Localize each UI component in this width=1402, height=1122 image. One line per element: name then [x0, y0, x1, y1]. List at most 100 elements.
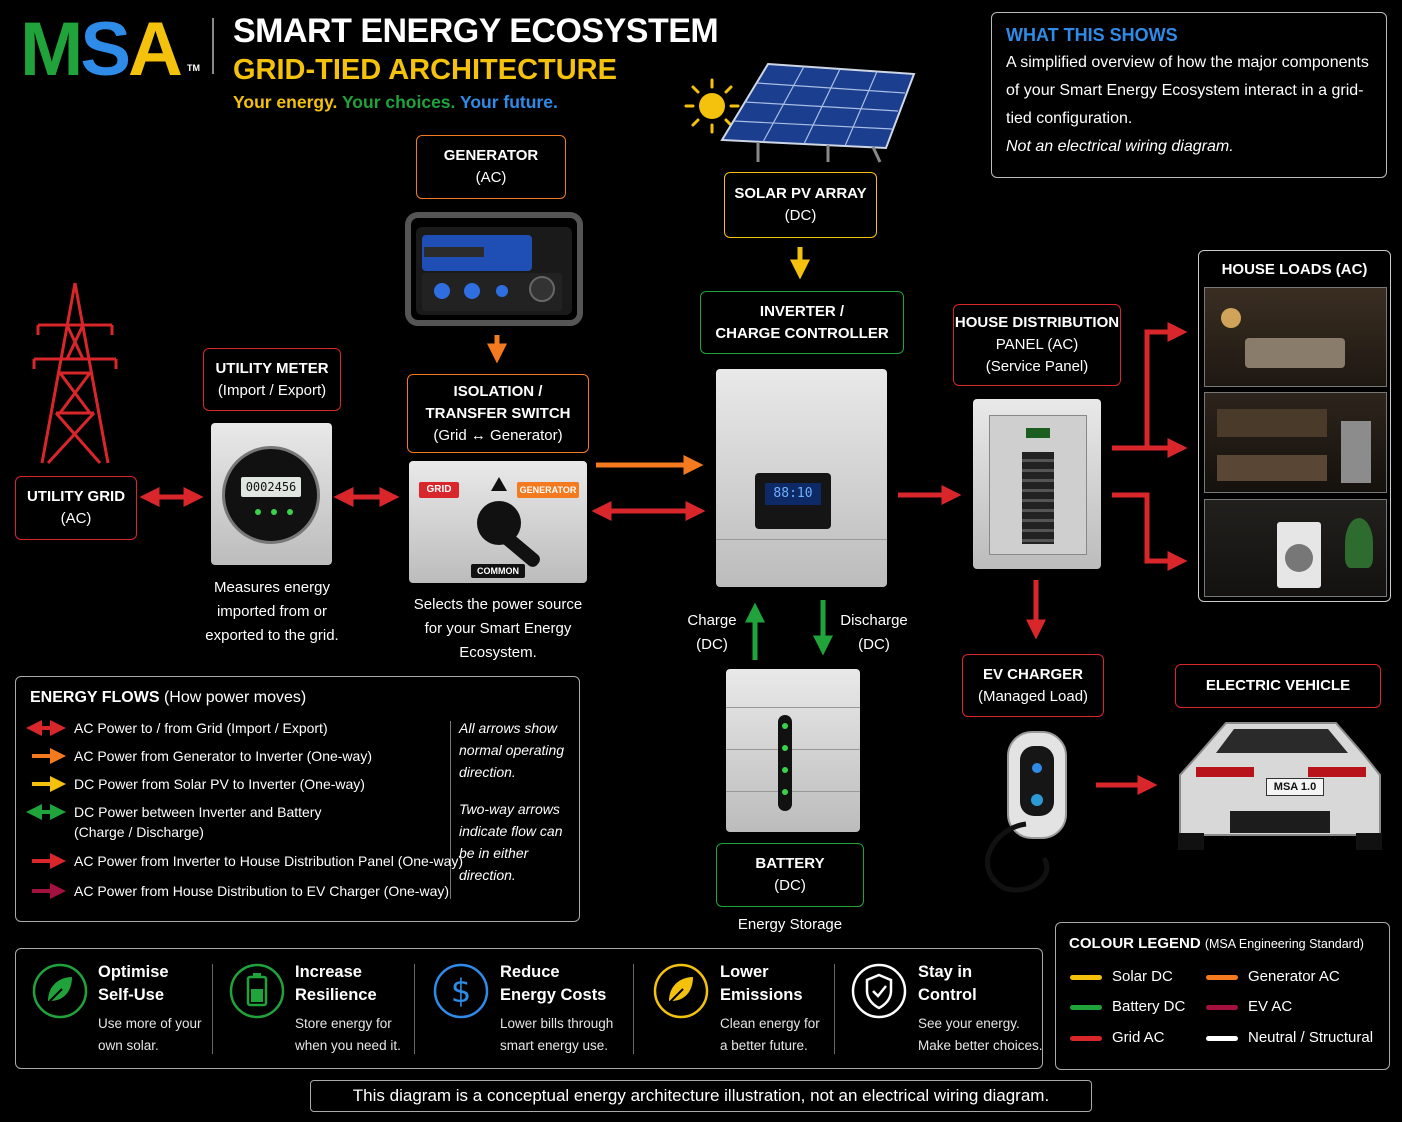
- switch-caption-line-3: Ecosystem.: [459, 644, 537, 661]
- switch-pointer-icon: [491, 477, 507, 491]
- house-load-kitchen: [1204, 392, 1387, 493]
- benefit-5-title: Stay in Control: [918, 961, 977, 1007]
- benefit-5-desc: See your energy. Make better choices.: [918, 1013, 1043, 1057]
- tagline-choices: Your choices.: [341, 92, 456, 112]
- msa-logo: MSA: [20, 7, 183, 92]
- battery-caption: Energy Storage: [737, 916, 843, 933]
- logo-trademark: TM: [187, 63, 200, 73]
- benefit-3-desc-2: smart energy use.: [500, 1038, 609, 1053]
- energy-flows-note-2: Two-way arrows indicate flow can be in e…: [459, 798, 563, 886]
- inverter-title-2: CHARGE CONTROLLER: [715, 324, 889, 342]
- transfer-switch-caption: Selects the power source for your Smart …: [398, 593, 598, 665]
- washer-door: [1285, 544, 1313, 572]
- header-divider: [212, 18, 214, 74]
- swatch-ev-ac-label: EV AC: [1248, 998, 1293, 1015]
- tagline: Your energy. Your choices. Your future.: [233, 92, 558, 113]
- solar-panel-icon: [720, 62, 916, 163]
- benefit-3-desc-1: Lower bills through: [500, 1016, 614, 1031]
- energy-flows-divider: [450, 721, 451, 899]
- footer-disclaimer: This diagram is a conceptual energy arch…: [310, 1080, 1092, 1112]
- colour-legend-heading: COLOUR LEGEND (MSA Engineering Standard): [1069, 934, 1364, 954]
- sofa-shape: [1245, 338, 1345, 368]
- leaf-icon: [32, 963, 88, 1019]
- utility-grid-sub: (AC): [60, 510, 92, 527]
- inverter-title-1: INVERTER /: [759, 302, 845, 320]
- generator-sub: (AC): [475, 169, 507, 186]
- ev-charger-sub: (Managed Load): [977, 687, 1089, 705]
- benefit-1-desc-1: Use more of your: [98, 1016, 202, 1031]
- energy-flows-note-1: All arrows show normal operating directi…: [459, 717, 564, 783]
- benefit-4-desc: Clean energy for a better future.: [720, 1013, 820, 1057]
- solar-title: SOLAR PV ARRAY: [734, 185, 867, 202]
- swatch-battery-dc: [1070, 1005, 1102, 1010]
- counter-shape: [1217, 455, 1327, 481]
- fridge-shape: [1341, 421, 1371, 483]
- solar-pv-array-label: SOLAR PV ARRAY (DC): [724, 172, 877, 238]
- battery-led-3: [782, 767, 788, 773]
- legend-row-generator: AC Power from Generator to Inverter (One…: [74, 748, 372, 764]
- battery-seam-1: [726, 707, 860, 708]
- legend-row-grid: AC Power to / from Grid (Import / Export…: [74, 720, 328, 736]
- distribution-sub: (Service Panel): [985, 358, 1089, 375]
- note-1-line-3: direction.: [459, 764, 516, 780]
- discharge-line-1: Discharge: [840, 612, 908, 629]
- note-1-line-2: normal operating: [459, 742, 565, 758]
- switch-sub: (Grid ↔ Generator): [433, 426, 563, 444]
- dollar-icon: $: [433, 963, 489, 1019]
- benefit-2-title-2: Resilience: [295, 986, 377, 1004]
- benefit-4-title-2: Emissions: [720, 986, 803, 1004]
- colour-legend-box: COLOUR LEGEND (MSA Engineering Standard)…: [1055, 922, 1390, 1070]
- house-loads-title: HOUSE LOADS (AC): [1221, 261, 1368, 278]
- svg-text:$: $: [451, 972, 471, 1010]
- transmission-tower-icon: [32, 282, 118, 465]
- benefit-2-desc-2: when you need it.: [295, 1038, 401, 1053]
- house-load-living-room: [1204, 287, 1387, 387]
- what-this-shows-note: Not an electrical wiring diagram.: [1006, 138, 1234, 155]
- colour-legend-title: COLOUR LEGEND: [1069, 935, 1201, 952]
- meter-led-2: [271, 509, 277, 515]
- utility-meter-title: UTILITY METER: [215, 359, 329, 377]
- utility-meter-caption: Measures energy imported from or exporte…: [182, 576, 362, 648]
- note-2-line-4: direction.: [459, 867, 516, 883]
- battery-led-2: [782, 745, 788, 751]
- swatch-grid-ac: [1070, 1036, 1102, 1041]
- house-loads-box: HOUSE LOADS (AC): [1198, 250, 1391, 602]
- utility-grid-title: UTILITY GRID: [26, 488, 126, 505]
- benefit-3-title-1: Reduce: [500, 963, 560, 981]
- house-load-laundry: [1204, 499, 1387, 597]
- legend-row-ev: AC Power from House Distribution to EV C…: [74, 883, 450, 899]
- distribution-title-2: PANEL (AC): [995, 336, 1079, 353]
- meter-led-1: [255, 509, 261, 515]
- benefit-2-title: Increase Resilience: [295, 961, 377, 1007]
- ev-title: ELECTRIC VEHICLE: [1205, 677, 1351, 694]
- benefit-2-desc: Store energy for when you need it.: [295, 1013, 401, 1057]
- what-this-shows-box: WHAT THIS SHOWS A simplified overview of…: [991, 12, 1387, 178]
- swatch-ev-ac: [1206, 1005, 1238, 1010]
- energy-flows-box: ENERGY FLOWS (How power moves) All arrow…: [15, 676, 580, 922]
- benefit-4-title: Lower Emissions: [720, 961, 803, 1007]
- benefits-box: [15, 948, 1043, 1069]
- benefit-separator-2: [414, 964, 415, 1054]
- tagline-future: Your future.: [459, 92, 558, 112]
- benefit-5-desc-2: Make better choices.: [918, 1038, 1043, 1053]
- benefit-4-title-1: Lower: [720, 963, 769, 981]
- benefit-1-title-1: Optimise: [98, 963, 169, 981]
- electric-vehicle-label: ELECTRIC VEHICLE: [1175, 664, 1381, 708]
- distribution-display: [1026, 428, 1050, 438]
- battery-seam-3: [726, 791, 860, 792]
- swatch-solar-dc-label: Solar DC: [1112, 968, 1173, 985]
- swatch-neutral-label: Neutral / Structural: [1248, 1029, 1374, 1046]
- utility-grid-label: UTILITY GRID (AC): [15, 476, 137, 540]
- battery-led-4: [782, 789, 788, 795]
- note-1-line-1: All arrows show: [459, 720, 558, 736]
- page-title: SMART ENERGY ECOSYSTEM: [233, 12, 719, 50]
- battery-label: BATTERY (DC): [716, 843, 864, 907]
- transfer-switch-label: ISOLATION / TRANSFER SWITCH (Grid ↔ Gene…: [407, 374, 589, 453]
- benefit-1-desc: Use more of your own solar.: [98, 1013, 202, 1057]
- swatch-generator-ac-label: Generator AC: [1248, 968, 1340, 985]
- cabinet-shape: [1217, 409, 1327, 437]
- generator-label: GENERATOR (AC): [416, 135, 566, 199]
- switch-title-2: TRANSFER SWITCH: [425, 404, 571, 422]
- what-this-shows-heading: WHAT THIS SHOWS: [1006, 25, 1178, 45]
